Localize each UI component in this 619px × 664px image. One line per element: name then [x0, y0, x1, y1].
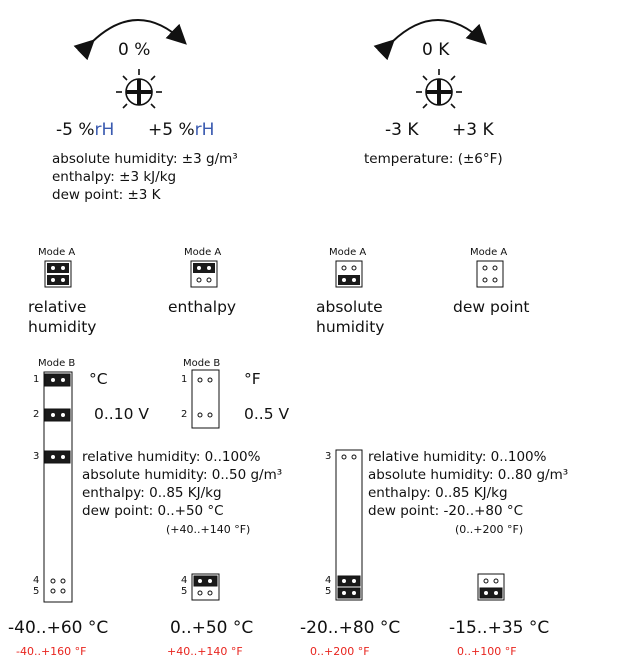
potentiometer-icon	[416, 69, 462, 109]
jumper-mode-a-enthalpy	[190, 260, 218, 288]
pin-label: 5	[325, 586, 332, 597]
jumper-strip-mode-b-3	[335, 449, 363, 601]
range-a-line: relative humidity: 0..100%	[82, 449, 261, 465]
humidity-minus-label: -5 %rH	[56, 120, 115, 140]
jumper-strip-mode-b-1	[43, 371, 73, 603]
humidity-center-label: 0 %	[118, 40, 151, 60]
mode-b-title: Mode B	[183, 358, 221, 369]
mode-a-title: Mode A	[470, 247, 508, 258]
unit-fahrenheit-label: °F	[244, 370, 261, 388]
mode-a-label: humidity	[28, 318, 97, 336]
jumper-mode-a-dew-point	[476, 260, 504, 288]
temperature-plus-label: +3 K	[452, 120, 494, 140]
range-b-line: relative humidity: 0..100%	[368, 449, 547, 465]
output-10v-label: 0..10 V	[94, 405, 149, 423]
mode-a-label: absolute	[316, 298, 383, 316]
output-5v-label: 0..5 V	[244, 405, 290, 423]
range-b-line: enthalpy: 0..85 KJ/kg	[368, 485, 508, 501]
mode-a-label: relative	[28, 298, 87, 316]
pin-label: 5	[33, 586, 40, 597]
humidity-note-3: dew point: ±3 K	[52, 187, 161, 203]
pin-label: 1	[33, 374, 40, 385]
mode-a-label: humidity	[316, 318, 385, 336]
temp-range-celsius: -40..+60 °C	[8, 618, 109, 638]
temp-range-celsius: -15..+35 °C	[449, 618, 550, 638]
range-b-line: absolute humidity: 0..80 g/m³	[368, 467, 569, 483]
temperature-minus-label: -3 K	[385, 120, 419, 140]
mode-a-label: enthalpy	[168, 298, 237, 316]
temperature-center-label: 0 K	[422, 40, 450, 60]
pin-label: 1	[181, 374, 188, 385]
rotate-arrow-icon	[373, 19, 487, 61]
jumper-strip-mode-b-2	[191, 369, 220, 601]
unit-celsius-label: °C	[89, 370, 108, 388]
pin-label: 4	[33, 575, 40, 586]
pin-label: 2	[33, 409, 40, 420]
pin-label: 3	[33, 451, 40, 462]
range-a-line: absolute humidity: 0..50 g/m³	[82, 467, 283, 483]
mode-a-title: Mode A	[38, 247, 76, 258]
jumper-strip-mode-b-4	[477, 573, 505, 601]
range-a-line: enthalpy: 0..85 KJ/kg	[82, 485, 222, 501]
temperature-note: temperature: (±6°F)	[364, 151, 503, 167]
range-a-sub: (+40..+140 °F)	[166, 523, 251, 536]
temp-range-celsius: 0..+50 °C	[170, 618, 254, 638]
pin-label: 2	[181, 409, 188, 420]
potentiometer-icon	[116, 69, 162, 109]
humidity-note-1: absolute humidity: ±3 g/m³	[52, 151, 238, 167]
temp-range-celsius: -20..+80 °C	[300, 618, 401, 638]
jumper-mode-a-relative-humidity	[44, 260, 72, 288]
range-b-sub: (0..+200 °F)	[455, 523, 524, 536]
mode-a-label: dew point	[453, 298, 530, 316]
temp-range-fahrenheit: -40..+160 °F	[16, 645, 87, 658]
pin-label: 3	[325, 451, 332, 462]
pin-label: 4	[181, 575, 188, 586]
jumper-mode-a-absolute-humidity	[335, 260, 363, 288]
temp-range-fahrenheit: 0..+100 °F	[457, 645, 517, 658]
temp-range-fahrenheit: +40..+140 °F	[167, 645, 243, 658]
temp-range-fahrenheit: 0..+200 °F	[310, 645, 370, 658]
pin-label: 4	[325, 575, 332, 586]
range-a-line: dew point: 0..+50 °C	[82, 503, 224, 519]
mode-a-title: Mode A	[329, 247, 367, 258]
mode-b-title: Mode B	[38, 358, 76, 369]
range-b-line: dew point: -20..+80 °C	[368, 503, 524, 519]
rotate-arrow-icon	[73, 19, 187, 61]
pin-label: 5	[181, 586, 188, 597]
mode-a-title: Mode A	[184, 247, 222, 258]
humidity-note-2: enthalpy: ±3 kJ/kg	[52, 169, 177, 185]
humidity-plus-label: +5 %rH	[148, 120, 215, 140]
